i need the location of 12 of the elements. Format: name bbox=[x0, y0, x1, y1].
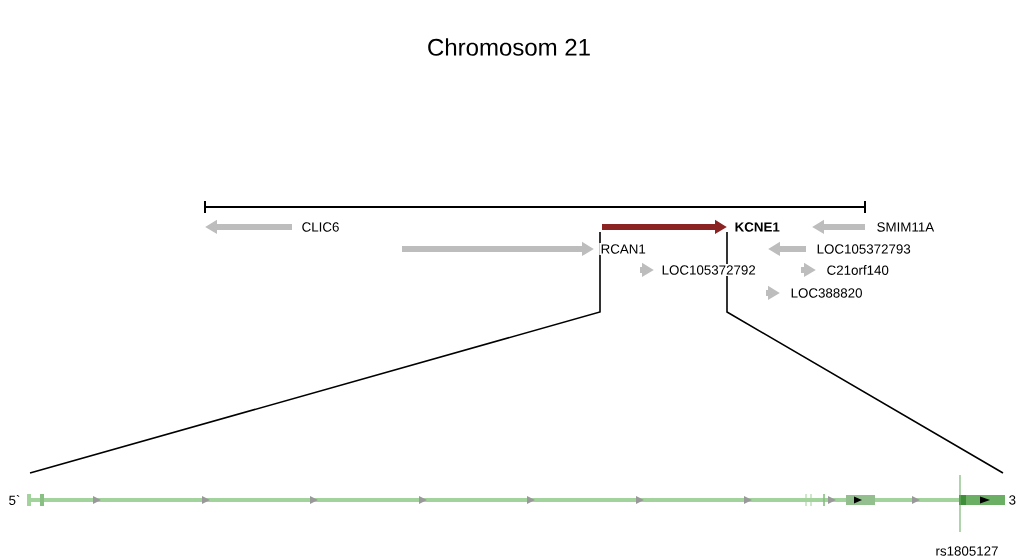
gene-name: LOC105372793 bbox=[815, 242, 913, 256]
strand-end-label: 3 bbox=[1009, 495, 1016, 505]
gene-name: LOC105372792 bbox=[660, 263, 758, 277]
gene-name: RCAN1 bbox=[599, 242, 648, 256]
gene-name: CLIC6 bbox=[300, 220, 341, 234]
snp-label: rs1805127 bbox=[936, 546, 998, 556]
gene-name: LOC388820 bbox=[789, 286, 864, 300]
strand-end-label: 5` bbox=[9, 495, 20, 505]
title: Chromosom 21 bbox=[428, 38, 590, 56]
gene-name: SMIM11A bbox=[875, 220, 936, 234]
gene-name: C21orf140 bbox=[825, 263, 891, 277]
gene-name: KCNE1 bbox=[733, 220, 782, 234]
